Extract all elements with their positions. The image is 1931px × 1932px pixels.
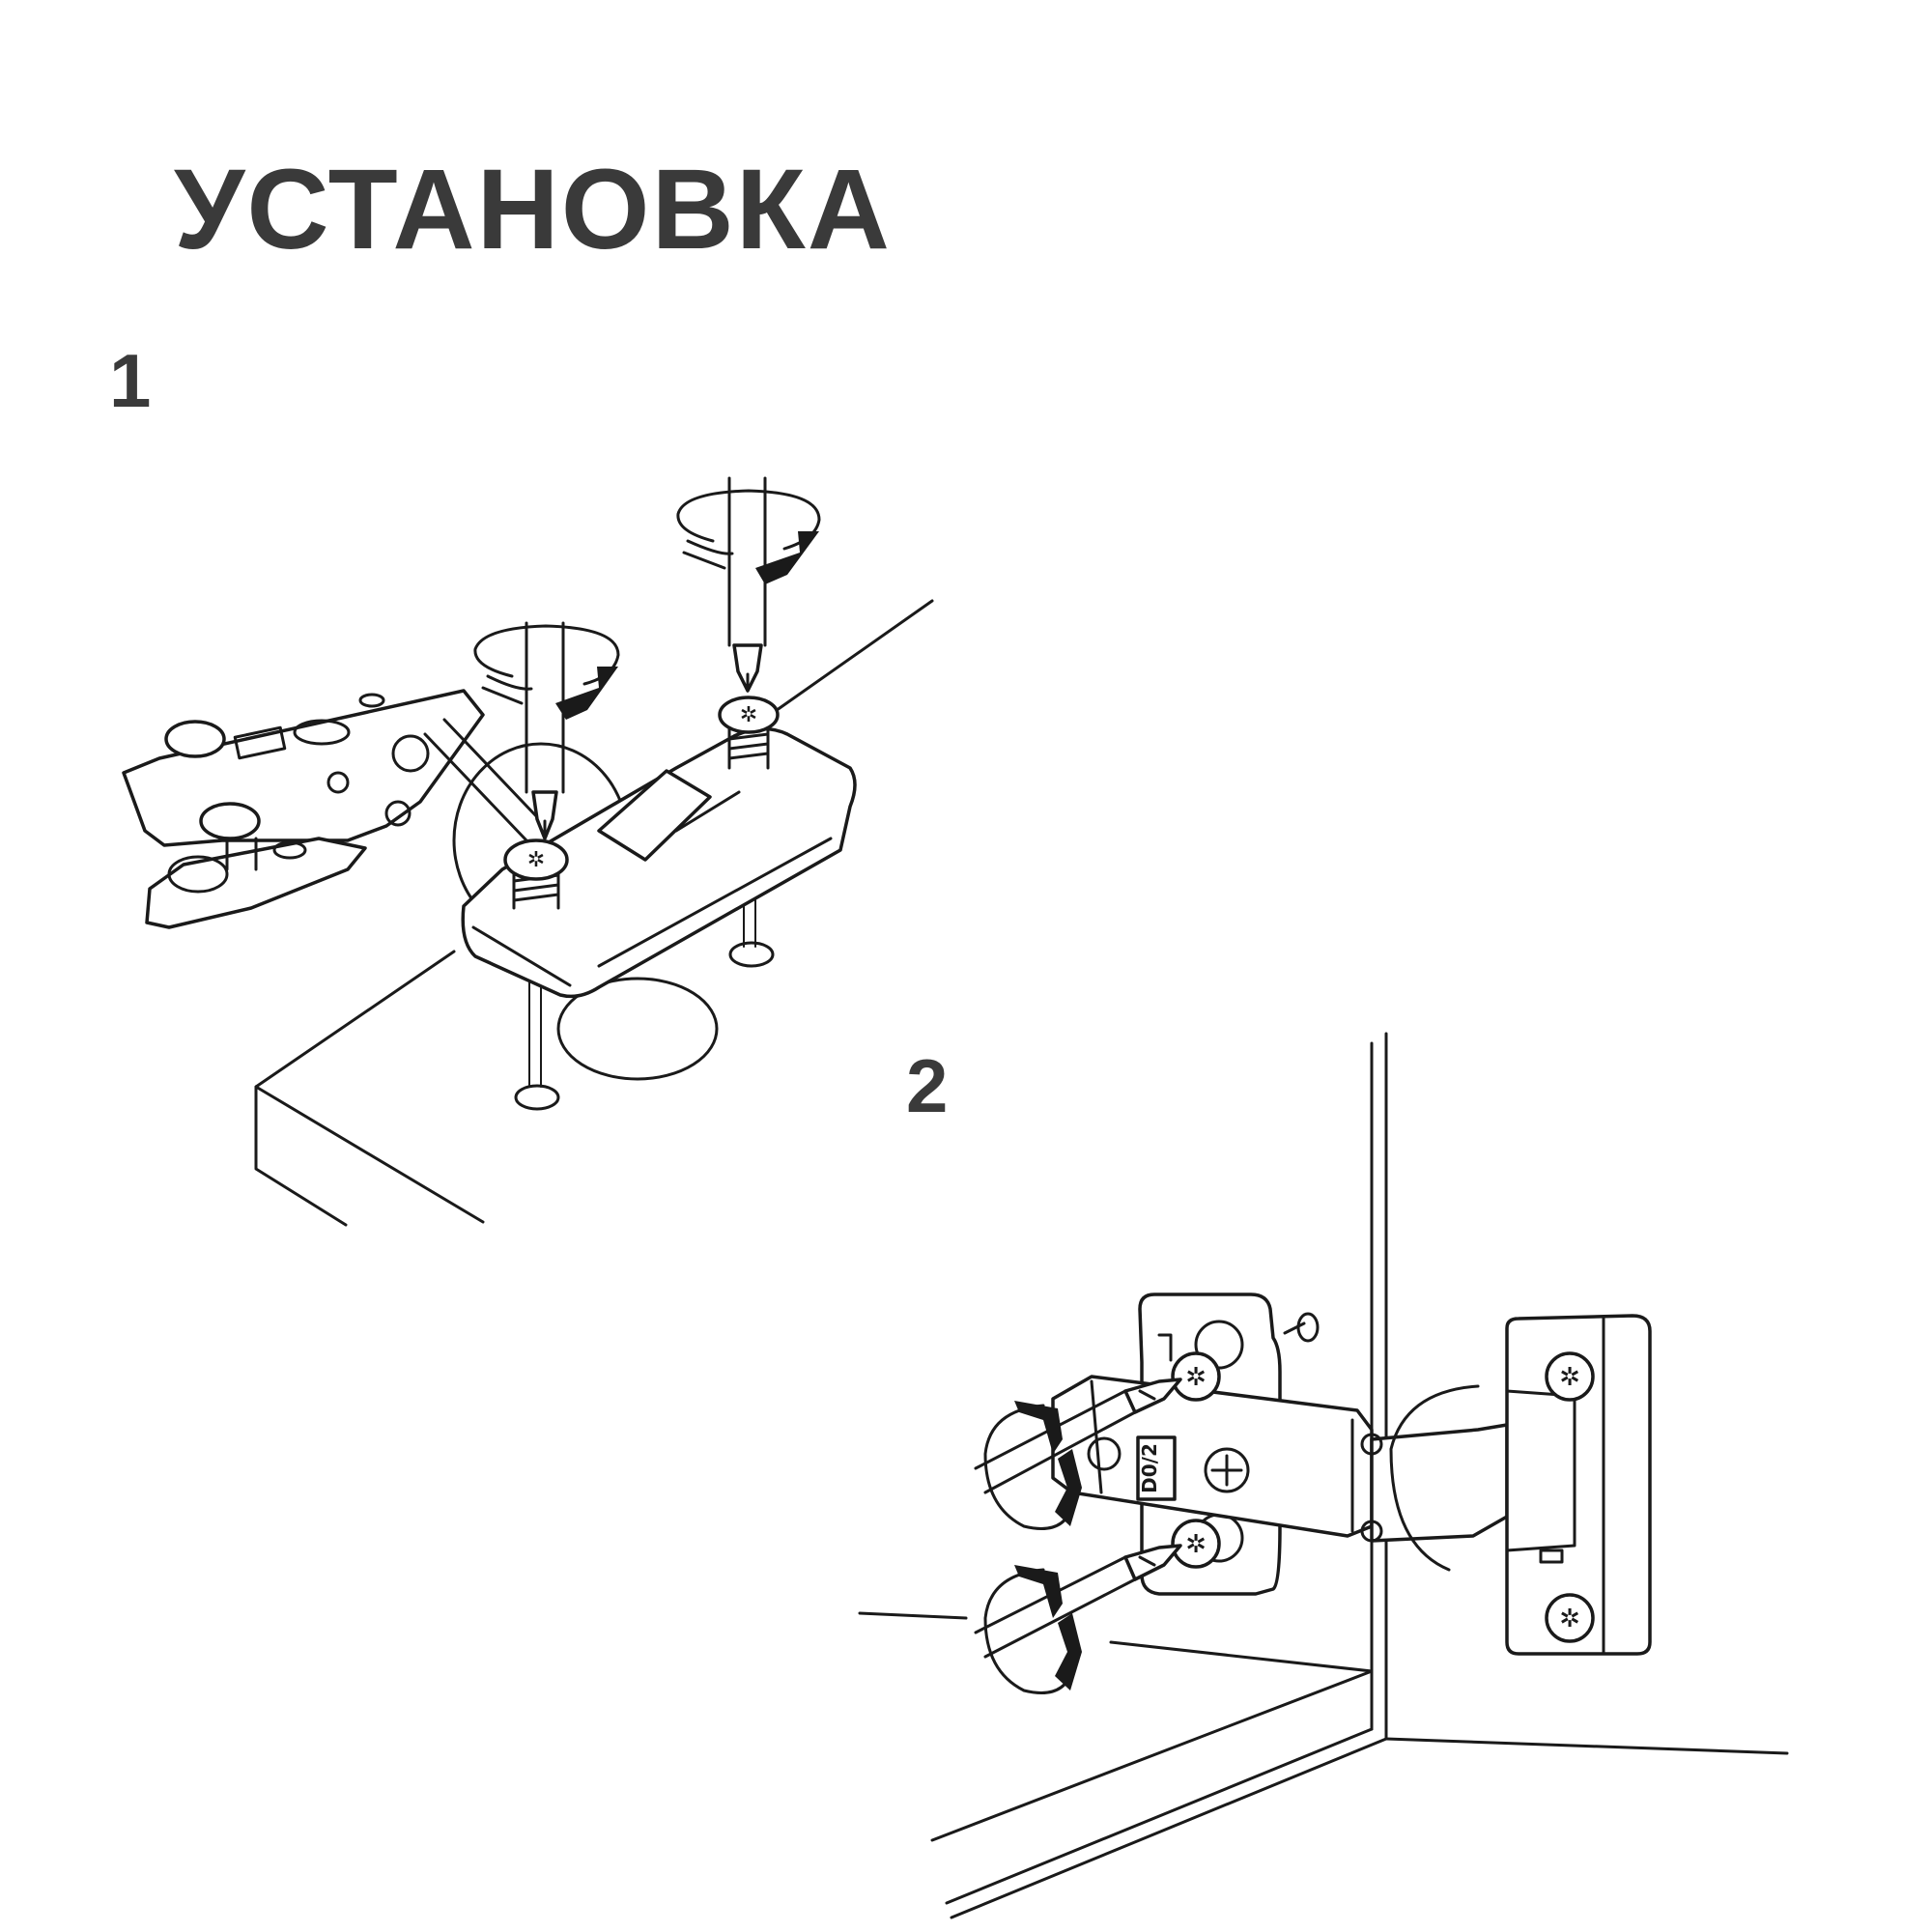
hinge-marking-text: D0/2 — [1138, 1443, 1161, 1493]
screw-cup-left: ✲ — [503, 838, 569, 910]
rotate-icon — [983, 1565, 1082, 1694]
svg-text:✲: ✲ — [1185, 1362, 1207, 1391]
svg-text:✲: ✲ — [1559, 1362, 1580, 1391]
hinge-arm — [122, 689, 543, 929]
hinge-arm: D0/2 — [1051, 1375, 1374, 1538]
rotate-icon — [983, 1401, 1082, 1530]
svg-text:✲: ✲ — [1185, 1529, 1207, 1558]
screw-cup-right: ✲ — [718, 696, 780, 770]
svg-text:✲: ✲ — [740, 702, 757, 726]
screwdriver-right — [727, 476, 767, 693]
page-title: УСТАНОВКА — [174, 146, 892, 273]
door-hinge-plate: ✲ ✲ — [1505, 1314, 1652, 1656]
rotate-icon — [473, 624, 620, 720]
hinge-marking-label: D0/2 — [1136, 1435, 1177, 1501]
cabinet-corner — [858, 1032, 1789, 1919]
screw-bottom: ✲ — [1171, 1519, 1221, 1569]
screw-top: ✲ — [1171, 1351, 1221, 1402]
svg-text:✲: ✲ — [527, 847, 545, 871]
step-2-illustration: D0/2 ✲ ✲ ✲ ✲ — [858, 1032, 1789, 1919]
hinge-cup-plate — [461, 726, 857, 999]
step-2-number: 2 — [906, 1043, 949, 1128]
screwdriver-left — [525, 621, 565, 840]
step-1-illustration: ✲ ✲ — [122, 476, 934, 1227]
step-1-number: 1 — [109, 338, 152, 423]
hinge-cup — [1360, 1384, 1509, 1572]
rotate-icon — [676, 489, 821, 584]
svg-text:✲: ✲ — [1559, 1604, 1580, 1633]
screwdriver-upper — [974, 1378, 1182, 1494]
